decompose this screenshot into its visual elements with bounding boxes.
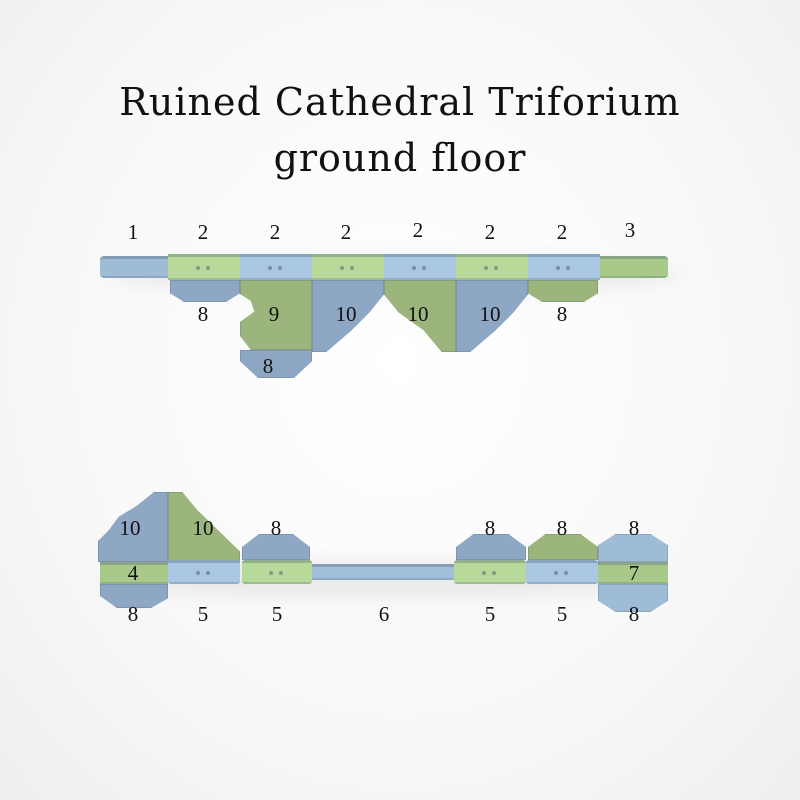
tile-piece-3-end-cap xyxy=(600,256,668,278)
label-piece-8: 8 xyxy=(484,516,496,540)
tile-piece-2-wall xyxy=(168,254,240,280)
label-piece-10: 10 xyxy=(479,302,501,326)
label-piece-8: 8 xyxy=(628,602,640,626)
label-piece-1: 1 xyxy=(127,220,139,244)
label-piece-6: 6 xyxy=(378,602,390,626)
label-piece-5: 5 xyxy=(197,602,209,626)
label-piece-2: 2 xyxy=(556,220,568,244)
label-piece-2: 2 xyxy=(340,220,352,244)
label-piece-2: 2 xyxy=(269,220,281,244)
tile-piece-5-wall xyxy=(242,560,312,584)
label-piece-5: 5 xyxy=(556,602,568,626)
label-piece-10: 10 xyxy=(335,302,357,326)
tile-piece-4-wall xyxy=(100,562,168,584)
label-piece-9: 9 xyxy=(268,302,280,326)
tile-piece-5-wall xyxy=(526,560,598,584)
label-piece-8: 8 xyxy=(556,302,568,326)
label-piece-10: 10 xyxy=(119,516,141,540)
label-piece-2: 2 xyxy=(412,218,424,242)
tile-piece-6-wall xyxy=(312,564,454,580)
label-piece-4: 4 xyxy=(127,561,139,585)
label-piece-2: 2 xyxy=(484,220,496,244)
tile-piece-7-wall xyxy=(598,562,668,584)
tile-piece-2-wall xyxy=(240,254,312,280)
title-line-1: Ruined Cathedral Triforium xyxy=(119,80,681,124)
label-piece-8: 8 xyxy=(197,302,209,326)
tile-piece-8-floor xyxy=(170,280,240,302)
tile-piece-2-wall xyxy=(384,254,456,280)
tile-piece-5-wall xyxy=(168,560,240,584)
tile-piece-2-wall xyxy=(312,254,384,280)
label-piece-5: 5 xyxy=(484,602,496,626)
tile-piece-8-floor xyxy=(598,534,668,562)
label-piece-5: 5 xyxy=(271,602,283,626)
label-piece-3: 3 xyxy=(624,218,636,242)
label-piece-8: 8 xyxy=(262,354,274,378)
tile-piece-2-wall xyxy=(456,254,528,280)
label-piece-7: 7 xyxy=(628,561,640,585)
tile-piece-1-end-cap xyxy=(100,256,168,278)
label-piece-2: 2 xyxy=(197,220,209,244)
tile-piece-8-floor xyxy=(240,350,312,378)
label-piece-8: 8 xyxy=(628,516,640,540)
tile-piece-5-wall xyxy=(454,560,526,584)
tile-piece-2-wall xyxy=(528,254,600,280)
tile-piece-8-floor xyxy=(528,280,598,302)
tile-piece-8-floor xyxy=(598,584,668,612)
title-line-2: ground floor xyxy=(273,136,527,180)
label-piece-8: 8 xyxy=(270,516,282,540)
label-piece-8: 8 xyxy=(127,602,139,626)
label-piece-10: 10 xyxy=(192,516,214,540)
label-piece-10: 10 xyxy=(407,302,429,326)
label-piece-8: 8 xyxy=(556,516,568,540)
tile-piece-8-floor xyxy=(100,584,168,608)
